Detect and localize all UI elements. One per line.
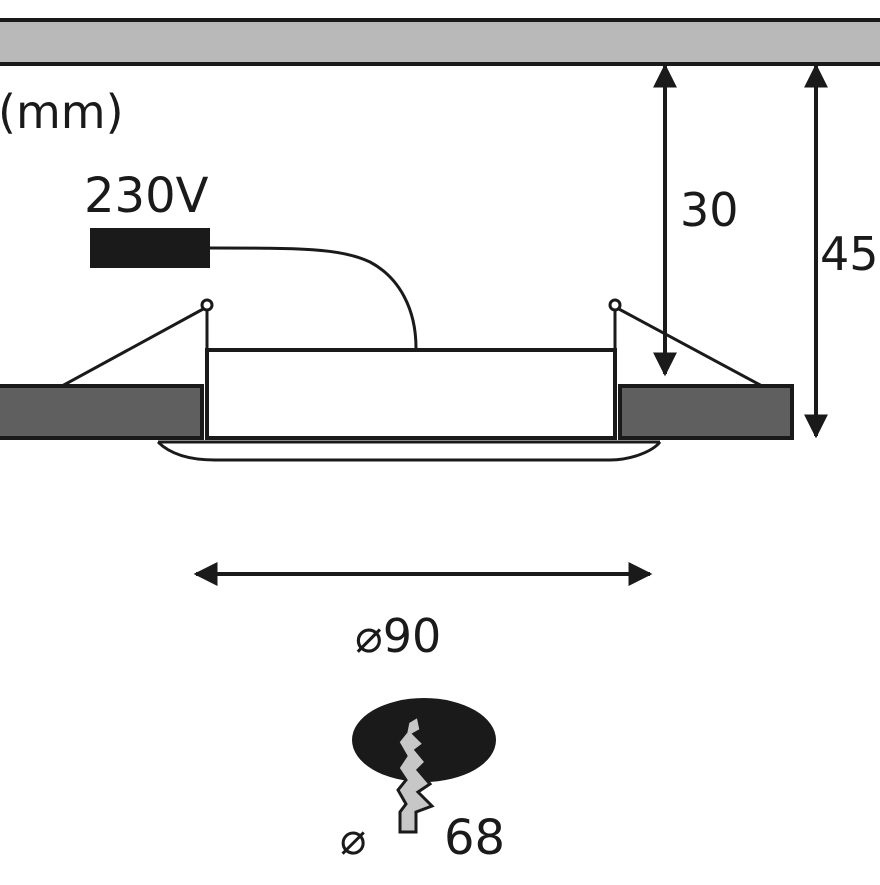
spring-clip-left-pivot (200, 298, 214, 312)
lamp-trim (156, 440, 662, 462)
hole-saw-icon (396, 713, 435, 834)
unit-label: (mm) (0, 85, 124, 139)
power-cable (209, 246, 418, 349)
dimension-45-label: 45 (820, 227, 879, 281)
voltage-label: 230V (84, 168, 209, 224)
spring-clip-right-pivot (608, 298, 622, 312)
ceiling-panel-right (618, 384, 794, 440)
lamp-housing (205, 348, 617, 440)
cutout-hole (352, 698, 496, 782)
ceiling-panel-left (0, 384, 204, 440)
spring-clip-right-arm (616, 306, 763, 388)
ceiling-bar (0, 18, 880, 66)
diameter-90-label: ⌀90 (355, 609, 441, 663)
cutout-symbol: ⌀ (340, 814, 367, 865)
spring-clip-left-arm (61, 306, 206, 388)
dimension-30-label: 30 (680, 183, 739, 237)
power-connector (90, 228, 210, 268)
cutout-68-label: 68 (444, 810, 505, 866)
